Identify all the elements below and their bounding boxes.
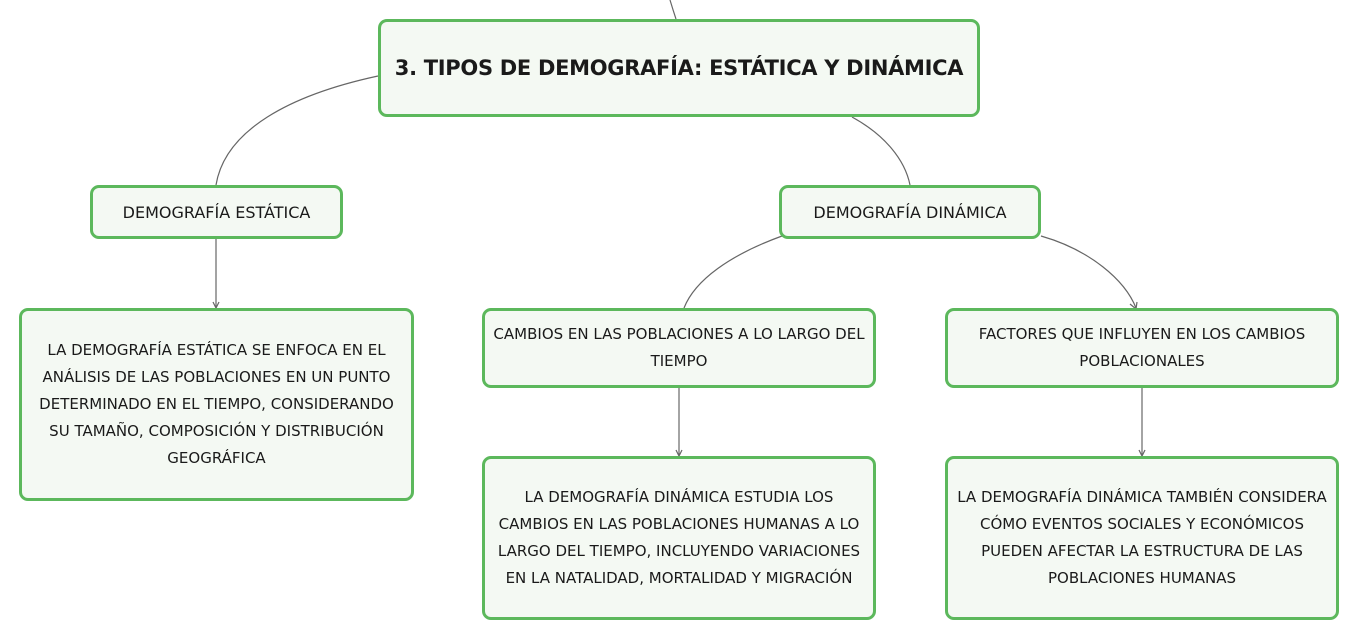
population-changes-node[interactable]: CAMBIOS EN LAS POBLACIONES A LO LARGO DE… (482, 308, 876, 388)
connector-root-parent (669, 0, 677, 20)
root-topic-node[interactable]: 3. TIPOS DE DEMOGRAFÍA: ESTÁTICA Y DINÁM… (378, 19, 980, 117)
static-demography-label: DEMOGRAFÍA ESTÁTICA (122, 202, 311, 222)
connector-dynamic-changes (683, 235, 783, 309)
influencing-factors-description-node[interactable]: LA DEMOGRAFÍA DINÁMICA TAMBIÉN CONSIDERA… (945, 456, 1339, 620)
population-changes-description-node[interactable]: LA DEMOGRAFÍA DINÁMICA ESTUDIA LOS CAMBI… (482, 456, 876, 620)
dynamic-demography-label: DEMOGRAFÍA DINÁMICA (813, 202, 1007, 222)
root-topic-label: 3. TIPOS DE DEMOGRAFÍA: ESTÁTICA Y DINÁM… (394, 56, 964, 80)
static-description-node[interactable]: LA DEMOGRAFÍA ESTÁTICA SE ENFOCA EN EL A… (19, 308, 414, 501)
static-description-text: LA DEMOGRAFÍA ESTÁTICA SE ENFOCA EN EL A… (39, 341, 394, 467)
population-changes-description-text: LA DEMOGRAFÍA DINÁMICA ESTUDIA LOS CAMBI… (497, 488, 861, 587)
dynamic-demography-node[interactable]: DEMOGRAFÍA DINÁMICA (779, 185, 1041, 239)
connector-dynamic-factors (1040, 235, 1137, 309)
static-demography-node[interactable]: DEMOGRAFÍA ESTÁTICA (90, 185, 343, 239)
influencing-factors-description-text: LA DEMOGRAFÍA DINÁMICA TAMBIÉN CONSIDERA… (957, 488, 1327, 587)
connector-root-static (215, 75, 379, 186)
connector-root-dynamic (851, 116, 911, 186)
population-changes-label: CAMBIOS EN LAS POBLACIONES A LO LARGO DE… (493, 325, 865, 370)
influencing-factors-node[interactable]: FACTORES QUE INFLUYEN EN LOS CAMBIOS POB… (945, 308, 1339, 388)
influencing-factors-label: FACTORES QUE INFLUYEN EN LOS CAMBIOS POB… (978, 325, 1306, 370)
